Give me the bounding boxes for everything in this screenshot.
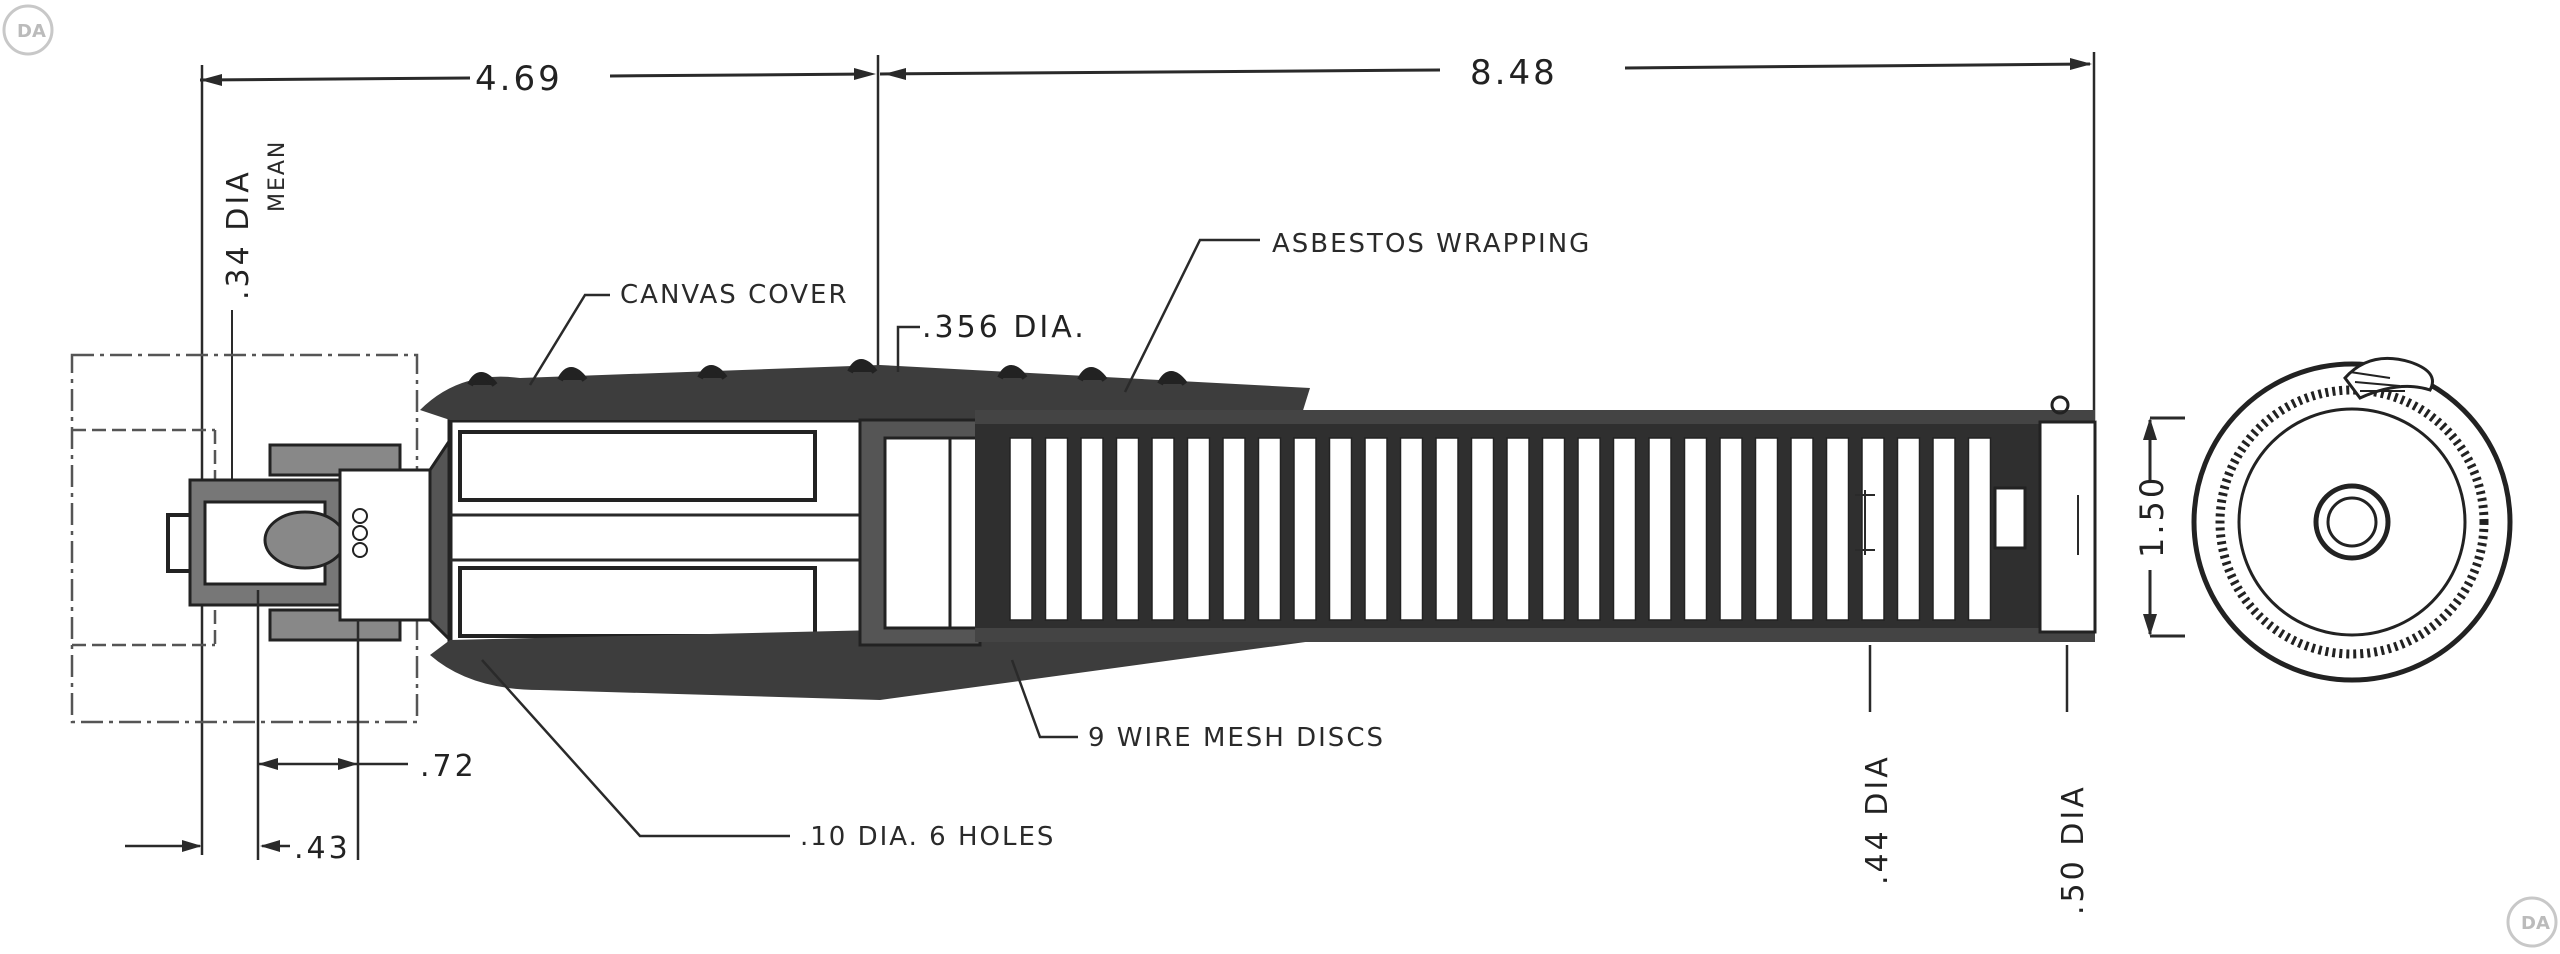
dim-1-50-lines <box>2143 416 2185 638</box>
disc-slot <box>1754 437 1779 621</box>
dim-044-dia: .44 DIA <box>1860 754 1895 885</box>
watermark-seal-bottom-right: DA <box>2506 896 2558 948</box>
dim-8-48: 8.48 <box>1470 53 1558 93</box>
disc-slot <box>1719 437 1743 621</box>
disc-slot <box>1257 437 1282 621</box>
disc-slot <box>1577 437 1601 621</box>
svg-text:MEAN: MEAN <box>265 140 290 212</box>
callout-canvas-cover: CANVAS COVER <box>620 280 849 310</box>
disc-slot <box>1790 437 1814 621</box>
dim-0-43: .43 <box>294 831 351 866</box>
svg-text:DA: DA <box>17 21 46 42</box>
disc-slot <box>1967 437 1992 621</box>
disc-slot <box>1896 437 1921 621</box>
disc-slot <box>1932 437 1956 621</box>
disc-slot <box>1399 437 1424 621</box>
disc-slot <box>1541 437 1566 621</box>
disc-slot <box>1648 437 1672 621</box>
disc-slot <box>1861 437 1885 621</box>
mean-dia-label: .34 DIA MEAN <box>221 140 290 300</box>
nozzle-fitting <box>166 435 452 644</box>
dim-4-69: 4.69 <box>475 59 563 99</box>
callout-wire-mesh-discs: 9 WIRE MESH DISCS <box>1088 723 1385 753</box>
disc-slot <box>1506 437 1530 621</box>
disc-slot <box>1186 437 1211 621</box>
lower-left-dim-lines <box>125 590 408 860</box>
disc-slot <box>1435 437 1459 621</box>
filter-body <box>420 359 2097 700</box>
end-view <box>2191 356 2513 683</box>
dim-050-dia: .50 DIA <box>2056 784 2091 915</box>
svg-text:.34 DIA: .34 DIA <box>221 169 256 300</box>
disc-slot <box>1293 437 1317 621</box>
dim-0-72: .72 <box>420 749 477 784</box>
inner-dim-marks <box>1855 490 2079 555</box>
disc-slot <box>1115 437 1140 621</box>
disc-slot <box>1080 437 1104 621</box>
svg-text:DA: DA <box>2521 913 2550 934</box>
dim-356-dia: .356 DIA. <box>922 310 1087 345</box>
disc-slot <box>1009 437 1033 621</box>
disc-slot <box>1612 437 1637 621</box>
dim-1-50: 1.50 <box>2133 475 2171 558</box>
disc-slot <box>1044 437 1069 621</box>
disc-slot <box>1683 437 1708 621</box>
watermark-seal-top-left: DA <box>2 4 54 56</box>
disc-slot <box>1825 437 1850 621</box>
callout-asbestos-wrapping: ASBESTOS WRAPPING <box>1272 229 1591 259</box>
wire-mesh-disc-slots <box>1009 437 1992 621</box>
disc-slot <box>1222 437 1246 621</box>
disc-slot <box>1151 437 1175 621</box>
callout-holes: .10 DIA. 6 HOLES <box>800 822 1055 852</box>
disc-slot <box>1470 437 1495 621</box>
disc-slot <box>1364 437 1388 621</box>
disc-slot <box>1328 437 1353 621</box>
